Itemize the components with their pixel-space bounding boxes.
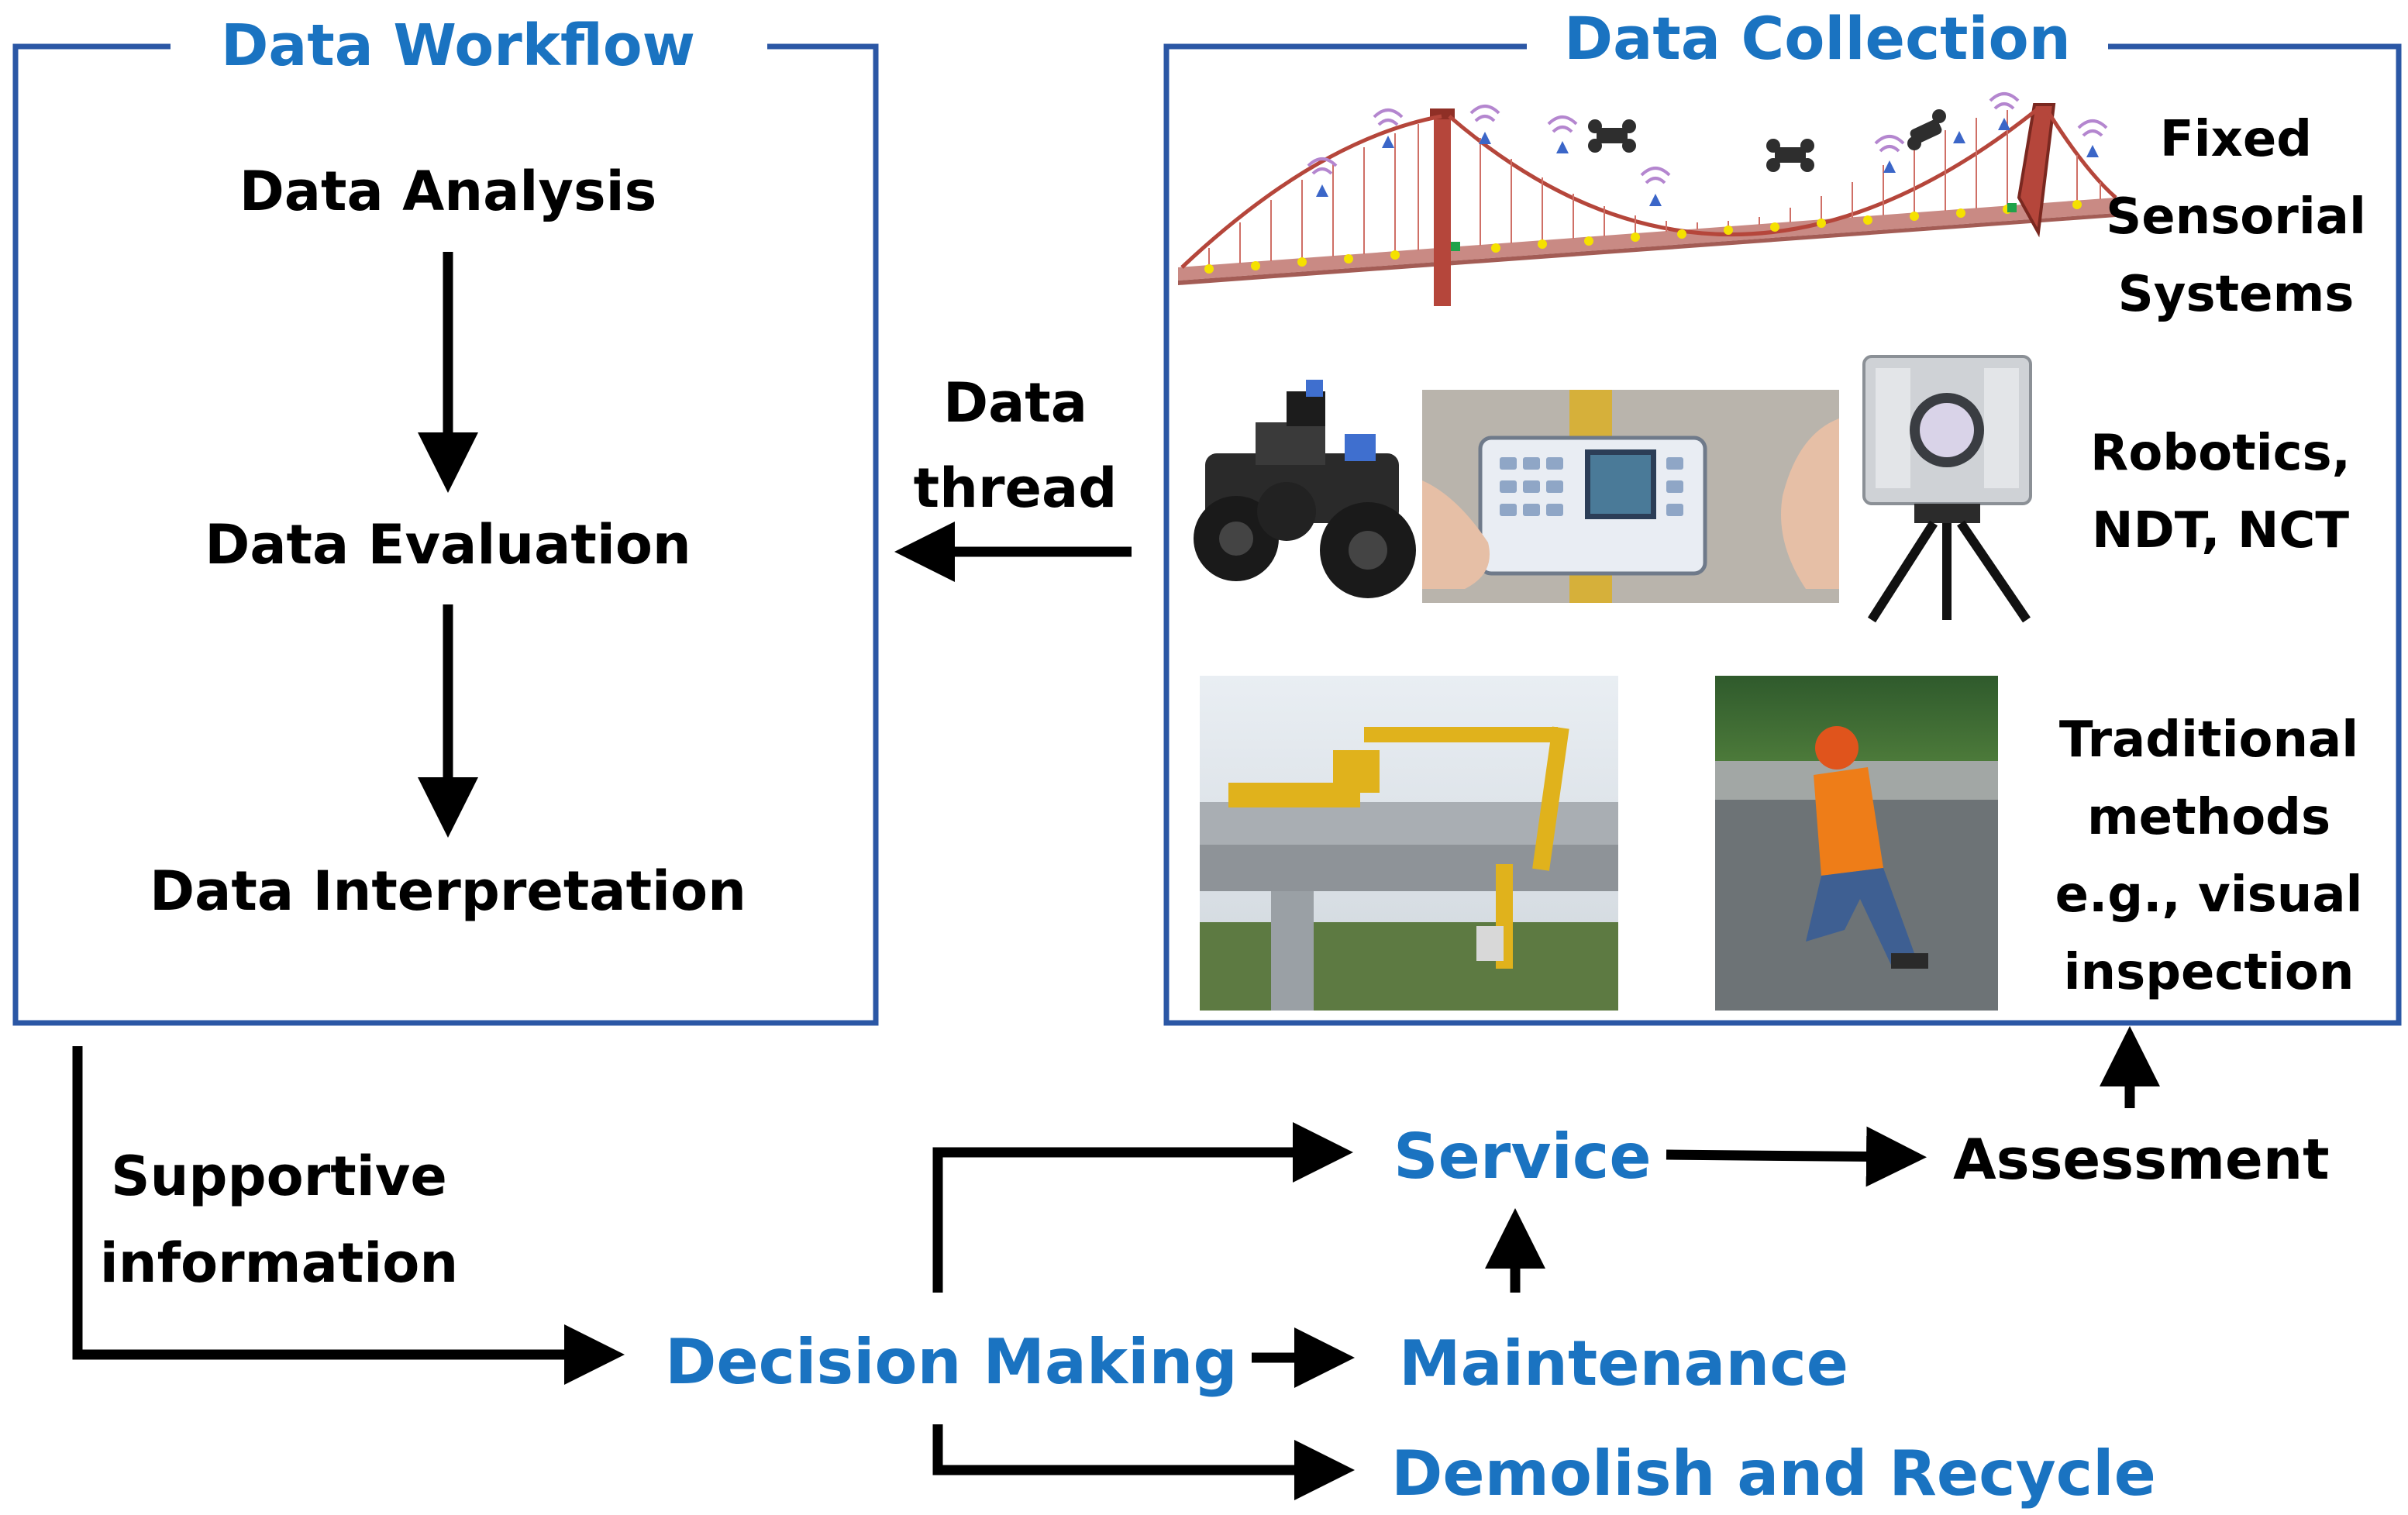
- bridge-sensor-illustration: [1178, 92, 2117, 306]
- arrow-supportive-information: [72, 1046, 625, 1385]
- laser-scanner-illustration: [1862, 355, 2032, 623]
- collection-robotics-label: Robotics, NDT, NCT: [2090, 425, 2351, 560]
- demolish-recycle-node: Demolish and Recycle: [1391, 1438, 2156, 1510]
- visual-inspection-photo: [1715, 676, 1998, 1011]
- arrow-decision-to-service: [932, 1122, 1353, 1293]
- ndt-device-photo: [1422, 390, 1839, 603]
- collection-fixed-sensorial-label: Fixed Sensorial Systems: [2106, 111, 2366, 323]
- workflow-frame: [12, 43, 879, 1026]
- workflow-title: Data Workflow: [221, 12, 696, 79]
- maintenance-node: Maintenance: [1399, 1327, 1849, 1400]
- assessment-node: Assessment: [1953, 1127, 2330, 1192]
- arrow-service-to-assessment: [1666, 1126, 1927, 1187]
- collection-traditional-label: Traditional methods e.g., visual inspect…: [2055, 711, 2363, 1001]
- data-thread-label: Data thread: [913, 371, 1118, 520]
- collection-frame: [1163, 43, 2402, 1026]
- ground-robot-illustration: [1194, 380, 1416, 598]
- arrow-decision-to-demolish: [932, 1424, 1355, 1500]
- supportive-information-label: Supportive information: [99, 1145, 459, 1295]
- decision-making-node: Decision Making: [665, 1326, 1238, 1398]
- workflow-step-evaluation: Data Evaluation: [205, 513, 691, 577]
- collection-title: Data Collection: [1564, 4, 2071, 73]
- inspection-truck-photo: [1200, 676, 1618, 1011]
- workflow-step-analysis: Data Analysis: [239, 160, 657, 223]
- service-node: Service: [1393, 1121, 1652, 1193]
- workflow-step-interpretation: Data Interpretation: [150, 859, 746, 923]
